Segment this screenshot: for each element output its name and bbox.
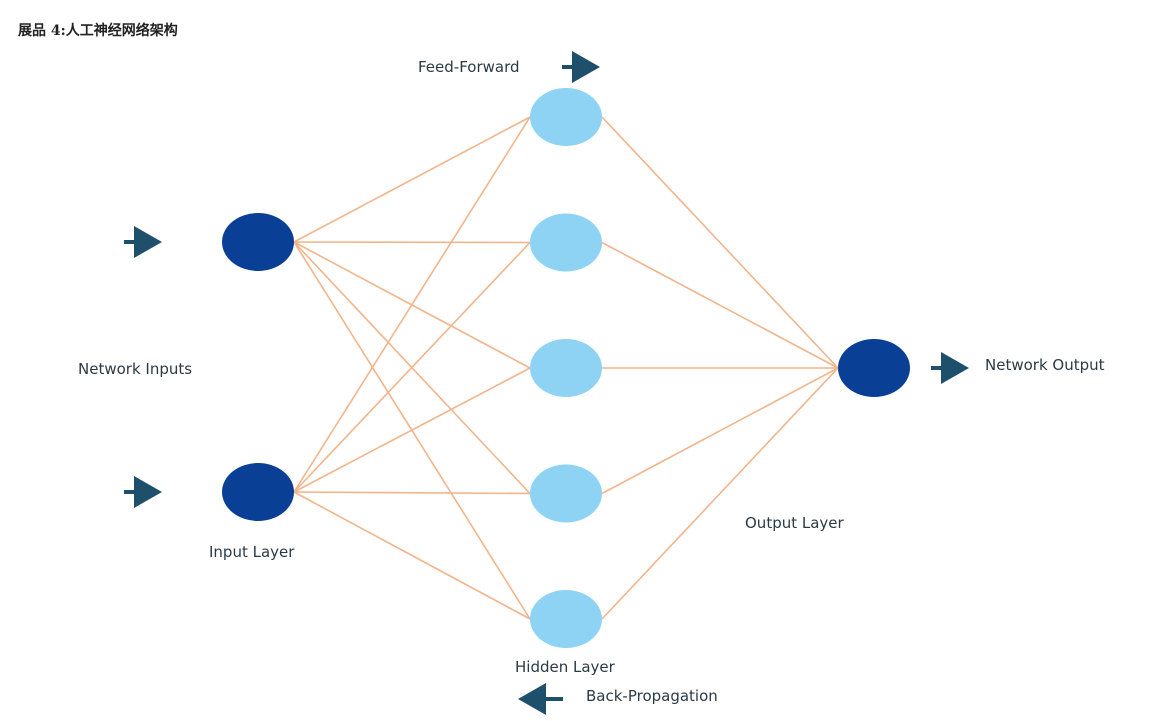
input-node-1	[222, 213, 294, 271]
input-layer-label: Input Layer	[209, 543, 295, 561]
hidden-node-5	[530, 590, 602, 648]
feed-forward-label: Feed-Forward	[418, 58, 520, 76]
hidden-layer-label: Hidden Layer	[515, 658, 615, 676]
hidden-node-1	[530, 88, 602, 146]
connection-input-1-hidden-1	[293, 116, 531, 243]
connection-input-2-hidden-2	[293, 241, 531, 493]
hidden-node-4	[530, 464, 602, 523]
connection-hidden-1-output-1	[601, 116, 839, 369]
network-inputs-label: Network Inputs	[78, 360, 193, 378]
connection-hidden-2-output-1	[601, 241, 839, 369]
network-output-label: Network Output	[985, 356, 1105, 374]
hidden-node-3	[530, 339, 602, 397]
output-node-1	[838, 339, 910, 397]
connection-input-1-hidden-2	[293, 241, 531, 244]
connection-hidden-4-output-1	[601, 367, 839, 495]
back-propagation-label: Back-Propagation	[586, 687, 718, 705]
connection-input-2-hidden-5	[293, 491, 531, 620]
input-node-2	[222, 463, 294, 521]
output-layer-label: Output Layer	[745, 514, 844, 532]
connection-input-2-hidden-3	[293, 367, 531, 493]
nodes	[222, 88, 910, 648]
hidden-node-2	[530, 213, 602, 272]
connection-hidden-5-output-1	[601, 367, 839, 620]
connections	[293, 116, 839, 620]
connection-input-2-hidden-4	[293, 491, 531, 495]
figure-caption: 展品 4:人工神经网络架构	[18, 23, 178, 39]
connection-input-2-hidden-1	[293, 116, 531, 493]
